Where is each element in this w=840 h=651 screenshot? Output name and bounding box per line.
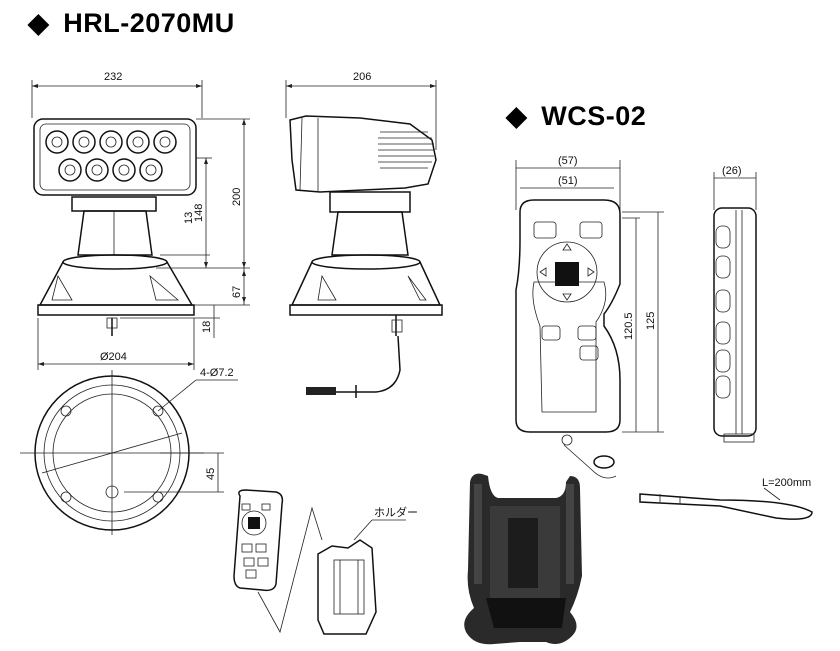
dim-remote-125: 125 xyxy=(645,312,657,330)
dim-remote-1205: 120.5 xyxy=(623,312,635,340)
holder-photo xyxy=(464,473,582,645)
dim-18: 18 xyxy=(201,321,213,333)
dim-45: 45 xyxy=(205,468,217,480)
diamond-icon: ◆ xyxy=(28,8,50,38)
dim-206: 206 xyxy=(353,71,371,83)
dim-holes: 4-Ø7.2 xyxy=(200,367,234,379)
dim-remote-26: (26) xyxy=(722,165,742,177)
remote-front-view: (57) (51) 125 120.5 xyxy=(515,155,664,479)
front-view: 232 200 xyxy=(31,71,250,370)
model-name-hrl: HRL-2070MU xyxy=(63,8,235,38)
remote-side-view: (26) xyxy=(713,165,757,443)
dim-148: 148 xyxy=(193,204,205,222)
model-title-wcs: ◆ WCS-02 xyxy=(506,101,646,132)
strap: L=200mm xyxy=(639,477,813,520)
led-lens xyxy=(45,130,177,182)
dim-remote-57: (57) xyxy=(558,155,578,167)
diamond-icon: ◆ xyxy=(506,101,528,131)
dim-232: 232 xyxy=(104,71,122,83)
dim-67: 67 xyxy=(231,286,243,298)
dim-base-dia: Ø204 xyxy=(100,351,127,363)
model-name-wcs: WCS-02 xyxy=(541,101,647,131)
base-top-view: 4-Ø7.2 45 xyxy=(20,367,238,535)
dim-strap: L=200mm xyxy=(762,477,811,489)
side-view: 206 xyxy=(285,71,443,398)
remote-in-holder-sketch: ホルダー xyxy=(233,489,418,635)
holder-label: ホルダー xyxy=(374,505,418,519)
dim-13: 13 xyxy=(183,212,195,224)
model-title-hrl: ◆ HRL-2070MU xyxy=(28,8,235,39)
dim-200: 200 xyxy=(231,188,243,206)
dim-remote-51: (51) xyxy=(558,175,578,187)
